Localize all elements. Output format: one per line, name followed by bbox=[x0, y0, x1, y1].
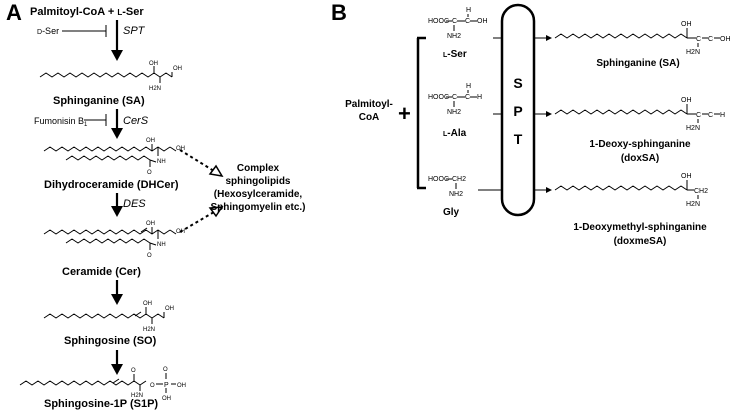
svg-text:C: C bbox=[452, 94, 457, 101]
b-product-sa: Sphinganine (SA) bbox=[596, 58, 679, 69]
b-product-doxsa-abbr: (doxSA) bbox=[621, 153, 659, 164]
svg-text:OH: OH bbox=[681, 97, 692, 104]
svg-text:HOOC: HOOC bbox=[428, 18, 449, 25]
svg-text:NH2: NH2 bbox=[449, 191, 463, 198]
spt-enzyme-box bbox=[500, 3, 536, 217]
product-cer: Ceramide (Cer) bbox=[62, 266, 141, 278]
so-double-bond bbox=[134, 311, 142, 317]
svg-text:OH: OH bbox=[177, 383, 186, 389]
svg-text:NH2: NH2 bbox=[447, 109, 461, 116]
cer-fatty-acyl-chain bbox=[65, 238, 157, 246]
product-s1p: Sphingosine-1P (S1P) bbox=[44, 398, 158, 410]
sa-chain bbox=[39, 72, 173, 78]
svg-text:H2N: H2N bbox=[131, 393, 143, 399]
svg-text:C: C bbox=[452, 18, 457, 25]
panel-b-letter: B bbox=[331, 0, 347, 25]
fumonisin-label: Fumonisin B1 bbox=[34, 116, 88, 128]
complex-line-1: Complex bbox=[237, 163, 280, 174]
b-product-doxmesa-abbr: (doxmeSA) bbox=[614, 236, 667, 247]
dhcer-fatty-acyl-chain bbox=[65, 155, 157, 163]
spt-letter-p: P bbox=[513, 103, 522, 119]
svg-text:H2N: H2N bbox=[686, 201, 700, 208]
svg-text:CH2: CH2 bbox=[694, 188, 708, 195]
product-sa: Sphinganine (SA) bbox=[53, 95, 145, 107]
svg-text:OH: OH bbox=[176, 146, 185, 152]
svg-text:OH: OH bbox=[681, 173, 692, 180]
svg-text:C: C bbox=[696, 36, 701, 43]
s1p-chain bbox=[19, 380, 147, 386]
complex-line-3: (Hexosylceramide, bbox=[214, 189, 303, 200]
svg-text:O: O bbox=[147, 253, 152, 259]
palmitoyl-coa-line-2: CoA bbox=[359, 112, 380, 123]
svg-text:O: O bbox=[150, 383, 155, 389]
b-product-doxsa: 1-Deoxy-sphinganine bbox=[589, 139, 691, 150]
svg-text:OH: OH bbox=[143, 301, 152, 307]
svg-text:O: O bbox=[163, 367, 168, 373]
svg-text:O: O bbox=[131, 368, 136, 374]
svg-text:H: H bbox=[720, 112, 725, 119]
complex-line-4: Sphingomyelin etc.) bbox=[210, 202, 305, 213]
svg-text:NH2: NH2 bbox=[447, 33, 461, 40]
dotted-arrow-cer bbox=[179, 211, 215, 233]
d-ser-label: D-Ser bbox=[37, 26, 59, 36]
spt-letter-s: S bbox=[513, 75, 522, 91]
svg-text:C: C bbox=[708, 112, 713, 119]
spt-letter-t: T bbox=[514, 131, 523, 147]
arrowhead-spt bbox=[111, 50, 123, 61]
panel-a-letter: A bbox=[6, 0, 22, 25]
product-dhcer: Dihydroceramide (DHCer) bbox=[44, 179, 179, 191]
cer-sphingoid-chain bbox=[43, 229, 171, 235]
palmitoyl-coa-line-1: Palmitoyl- bbox=[345, 99, 393, 110]
b-doxmesa-chain bbox=[554, 185, 688, 191]
svg-text:HOOC: HOOC bbox=[428, 176, 449, 183]
aa-l-ser: L-Ser bbox=[443, 49, 467, 60]
svg-text:H2N: H2N bbox=[686, 49, 700, 56]
svg-text:HOOC: HOOC bbox=[428, 94, 449, 101]
enzyme-des: DES bbox=[123, 198, 146, 210]
svg-text:H2N: H2N bbox=[686, 125, 700, 132]
svg-text:C: C bbox=[465, 18, 470, 25]
svg-text:OH: OH bbox=[162, 396, 171, 402]
svg-text:OH: OH bbox=[165, 306, 174, 312]
b-doxsa-chain bbox=[554, 109, 688, 115]
svg-text:H2N: H2N bbox=[143, 327, 155, 333]
aa-gly: Gly bbox=[443, 207, 460, 218]
svg-text:C: C bbox=[696, 112, 701, 119]
phosphorus-label: P bbox=[164, 382, 169, 389]
so-chain bbox=[43, 313, 165, 319]
svg-text:O: O bbox=[147, 170, 152, 176]
svg-text:OH: OH bbox=[173, 66, 182, 72]
svg-text:H: H bbox=[466, 83, 471, 90]
plus-sign: + bbox=[398, 101, 411, 126]
svg-text:OH: OH bbox=[149, 61, 158, 67]
svg-text:OH: OH bbox=[146, 138, 155, 144]
enzyme-cers: CerS bbox=[123, 115, 149, 127]
cer-double-bond bbox=[140, 227, 148, 233]
enzyme-spt: SPT bbox=[123, 25, 146, 37]
svg-text:NH: NH bbox=[157, 159, 166, 165]
dotted-arrow-dhcer bbox=[179, 149, 215, 172]
complex-line-2: sphingolipids bbox=[226, 176, 291, 187]
b-product-doxmesa: 1-Deoxymethyl-sphinganine bbox=[573, 222, 707, 233]
svg-text:NH: NH bbox=[157, 242, 166, 248]
svg-text:OH: OH bbox=[477, 18, 488, 25]
svg-text:H: H bbox=[477, 94, 482, 101]
dhcer-sphingoid-chain bbox=[43, 146, 171, 152]
svg-text:C: C bbox=[465, 94, 470, 101]
svg-text:H2N: H2N bbox=[149, 86, 161, 92]
aa-l-ala: L-Ala bbox=[443, 128, 467, 139]
svg-text:H: H bbox=[466, 7, 471, 14]
b-sa-chain bbox=[554, 33, 688, 39]
start-substrates: Palmitoyl-CoA + L-Ser bbox=[30, 6, 144, 18]
product-so: Sphingosine (SO) bbox=[64, 335, 157, 347]
svg-text:C: C bbox=[708, 36, 713, 43]
svg-text:OH: OH bbox=[146, 221, 155, 227]
svg-text:CH2: CH2 bbox=[452, 176, 466, 183]
svg-text:OH: OH bbox=[681, 21, 692, 28]
svg-text:OH: OH bbox=[720, 36, 731, 43]
